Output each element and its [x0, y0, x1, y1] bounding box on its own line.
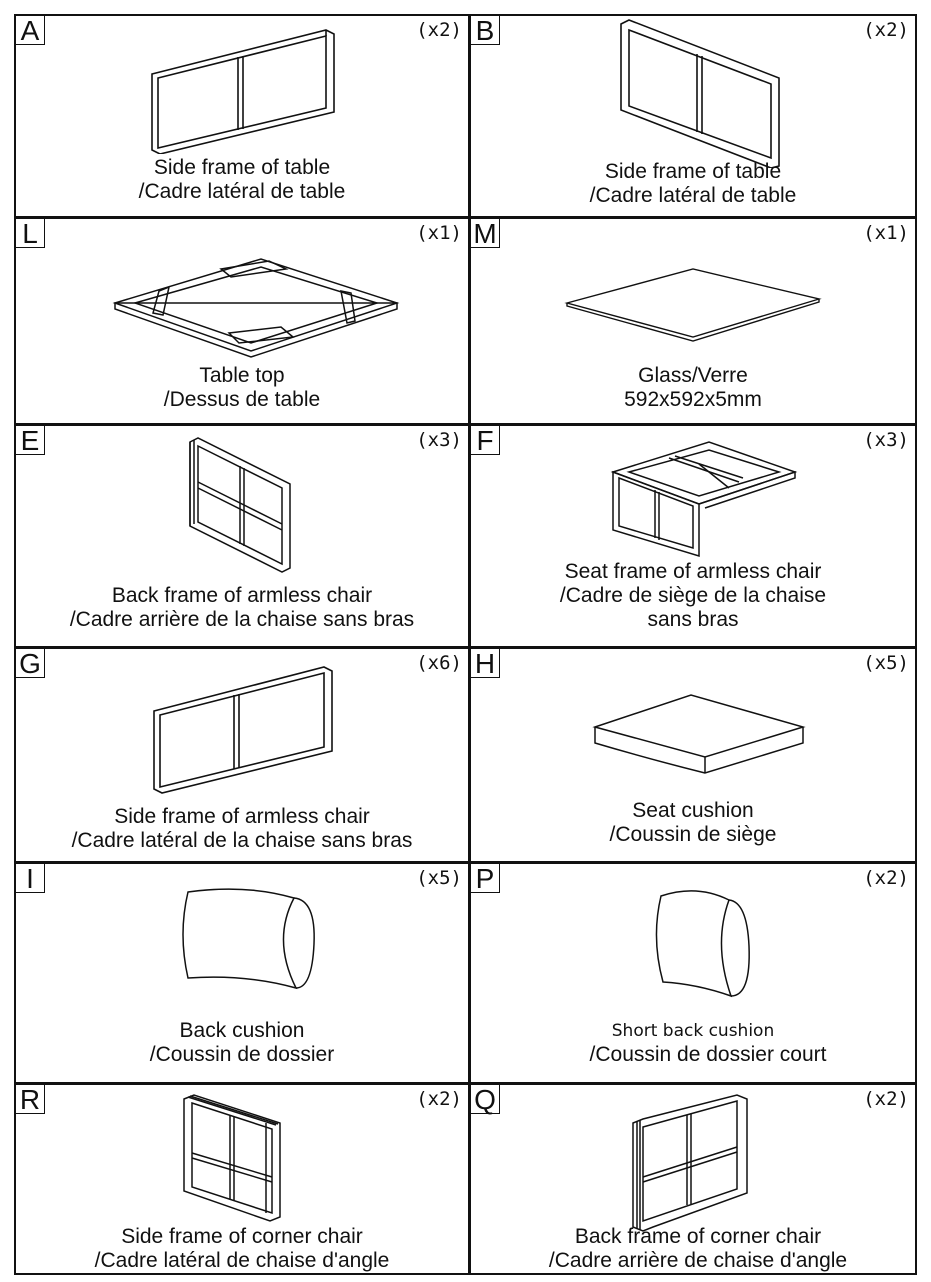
part-cell-m: M (x1) Glass/Verre 592x592x5mm: [469, 217, 917, 425]
caption-line: /Coussin de dossier court: [589, 1043, 827, 1066]
part-quantity: (x1): [863, 222, 909, 244]
caption-line: Back frame of armless chair: [111, 584, 373, 607]
part-letter: Q: [471, 1085, 500, 1114]
part-quantity: (x2): [863, 19, 909, 41]
caption-line: /Cadre de siège de la chaise: [559, 584, 827, 607]
part-letter: L: [16, 219, 45, 248]
caption-line: /Dessus de table: [163, 388, 321, 411]
part-caption: Back frame of corner chair /Cadre arrièr…: [471, 1225, 915, 1273]
caption-line: sans bras: [647, 608, 739, 631]
part-cell-q: Q (x2) Back frame of corner chair /Cadre…: [469, 1083, 917, 1275]
caption-line: /Coussin de siège: [609, 823, 777, 846]
caption-line: Back cushion: [179, 1019, 305, 1042]
part-letter: I: [16, 864, 45, 893]
part-caption: Seat frame of armless chair /Cadre de si…: [471, 560, 915, 632]
part-cell-r: R (x2) Side frame of corner chair /Cadre…: [14, 1083, 470, 1275]
part-letter: P: [471, 864, 500, 893]
part-caption: Back frame of armless chair /Cadre arriè…: [16, 584, 468, 632]
part-letter: F: [471, 426, 500, 455]
part-letter: R: [16, 1085, 45, 1114]
part-cell-l: L (x1) Table top /Dessus de table: [14, 217, 470, 425]
caption-line: 592x592x5mm: [624, 388, 762, 411]
side-frame-icon: [620, 19, 780, 168]
part-quantity: (x6): [416, 652, 462, 674]
caption-line: Back frame of corner chair: [574, 1225, 822, 1248]
part-quantity: (x3): [863, 429, 909, 451]
seat-frame-icon: [610, 441, 798, 558]
table-top-frame-icon: [112, 258, 400, 358]
caption-line: Seat cushion: [632, 799, 754, 822]
caption-line: Side frame of table: [604, 160, 782, 183]
glass-panel-icon: [564, 268, 822, 342]
part-letter: B: [471, 16, 500, 45]
part-letter: A: [16, 16, 45, 45]
part-cell-p: P (x2) Short back cushion /Coussin de do…: [469, 862, 917, 1084]
caption-line: Side frame of armless chair: [114, 805, 370, 828]
part-quantity: (x1): [416, 222, 462, 244]
back-cushion-icon: [182, 888, 315, 990]
part-cell-b: B (x2) Side frame of table /Cadre latéra…: [469, 14, 917, 218]
caption-line: Short back cushion: [611, 1021, 775, 1041]
caption-line: Seat frame of armless chair: [564, 560, 822, 583]
part-cell-a: A (x2) Side frame of table /Cadre latéra…: [14, 14, 470, 218]
caption-line: /Coussin de dossier: [149, 1043, 335, 1066]
caption-line: /Cadre latéral de la chaise sans bras: [71, 829, 413, 852]
part-quantity: (x2): [863, 1088, 909, 1110]
part-cell-g: G (x6) Side frame of armless chair /Cadr…: [14, 647, 470, 863]
short-back-cushion-icon: [655, 890, 750, 998]
caption-line: /Cadre latéral de table: [138, 180, 346, 203]
side-frame-icon: [151, 29, 335, 154]
caption-line: /Cadre latéral de table: [589, 184, 797, 207]
corner-back-frame-icon: [632, 1094, 748, 1232]
part-caption: Side frame of table /Cadre latéral de ta…: [16, 156, 468, 204]
part-letter: G: [16, 649, 45, 678]
part-cell-i: I (x5) Back cushion /Coussin de dossier: [14, 862, 470, 1084]
part-quantity: (x5): [416, 867, 462, 889]
caption-line: /Cadre latéral de chaise d'angle: [94, 1249, 390, 1272]
back-frame-icon: [189, 437, 291, 573]
caption-line: Glass/Verre: [638, 364, 748, 387]
corner-side-frame-icon: [183, 1094, 281, 1222]
part-caption: Table top /Dessus de table: [16, 364, 468, 412]
seat-cushion-icon: [592, 694, 806, 774]
part-caption: Seat cushion /Coussin de siège: [471, 799, 915, 847]
caption-line: Table top: [199, 364, 285, 387]
part-caption: Short back cushion /Coussin de dossier c…: [471, 1019, 915, 1067]
part-cell-h: H (x5) Seat cushion /Coussin de siège: [469, 647, 917, 863]
part-quantity: (x2): [416, 1088, 462, 1110]
side-frame-icon: [153, 666, 333, 794]
part-quantity: (x5): [863, 652, 909, 674]
part-quantity: (x2): [416, 19, 462, 41]
part-letter: M: [471, 219, 500, 248]
caption-line: Side frame of corner chair: [121, 1225, 363, 1248]
part-quantity: (x2): [863, 867, 909, 889]
part-quantity: (x3): [416, 429, 462, 451]
part-letter: H: [471, 649, 500, 678]
part-caption: Side frame of corner chair /Cadre latéra…: [16, 1225, 468, 1273]
part-caption: Glass/Verre 592x592x5mm: [471, 364, 915, 412]
caption-line: /Cadre arrière de chaise d'angle: [548, 1249, 848, 1272]
part-letter: E: [16, 426, 45, 455]
part-caption: Side frame of armless chair /Cadre latér…: [16, 805, 468, 853]
part-cell-f: F (x3) Seat frame of armless chair /Cadr…: [469, 424, 917, 648]
caption-line: /Cadre arrière de la chaise sans bras: [69, 608, 415, 631]
part-caption: Side frame of table /Cadre latéral de ta…: [471, 160, 915, 208]
part-caption: Back cushion /Coussin de dossier: [16, 1019, 468, 1067]
caption-line: Side frame of table: [153, 156, 331, 179]
part-cell-e: E (x3) Back frame of armless chair /Cadr…: [14, 424, 470, 648]
